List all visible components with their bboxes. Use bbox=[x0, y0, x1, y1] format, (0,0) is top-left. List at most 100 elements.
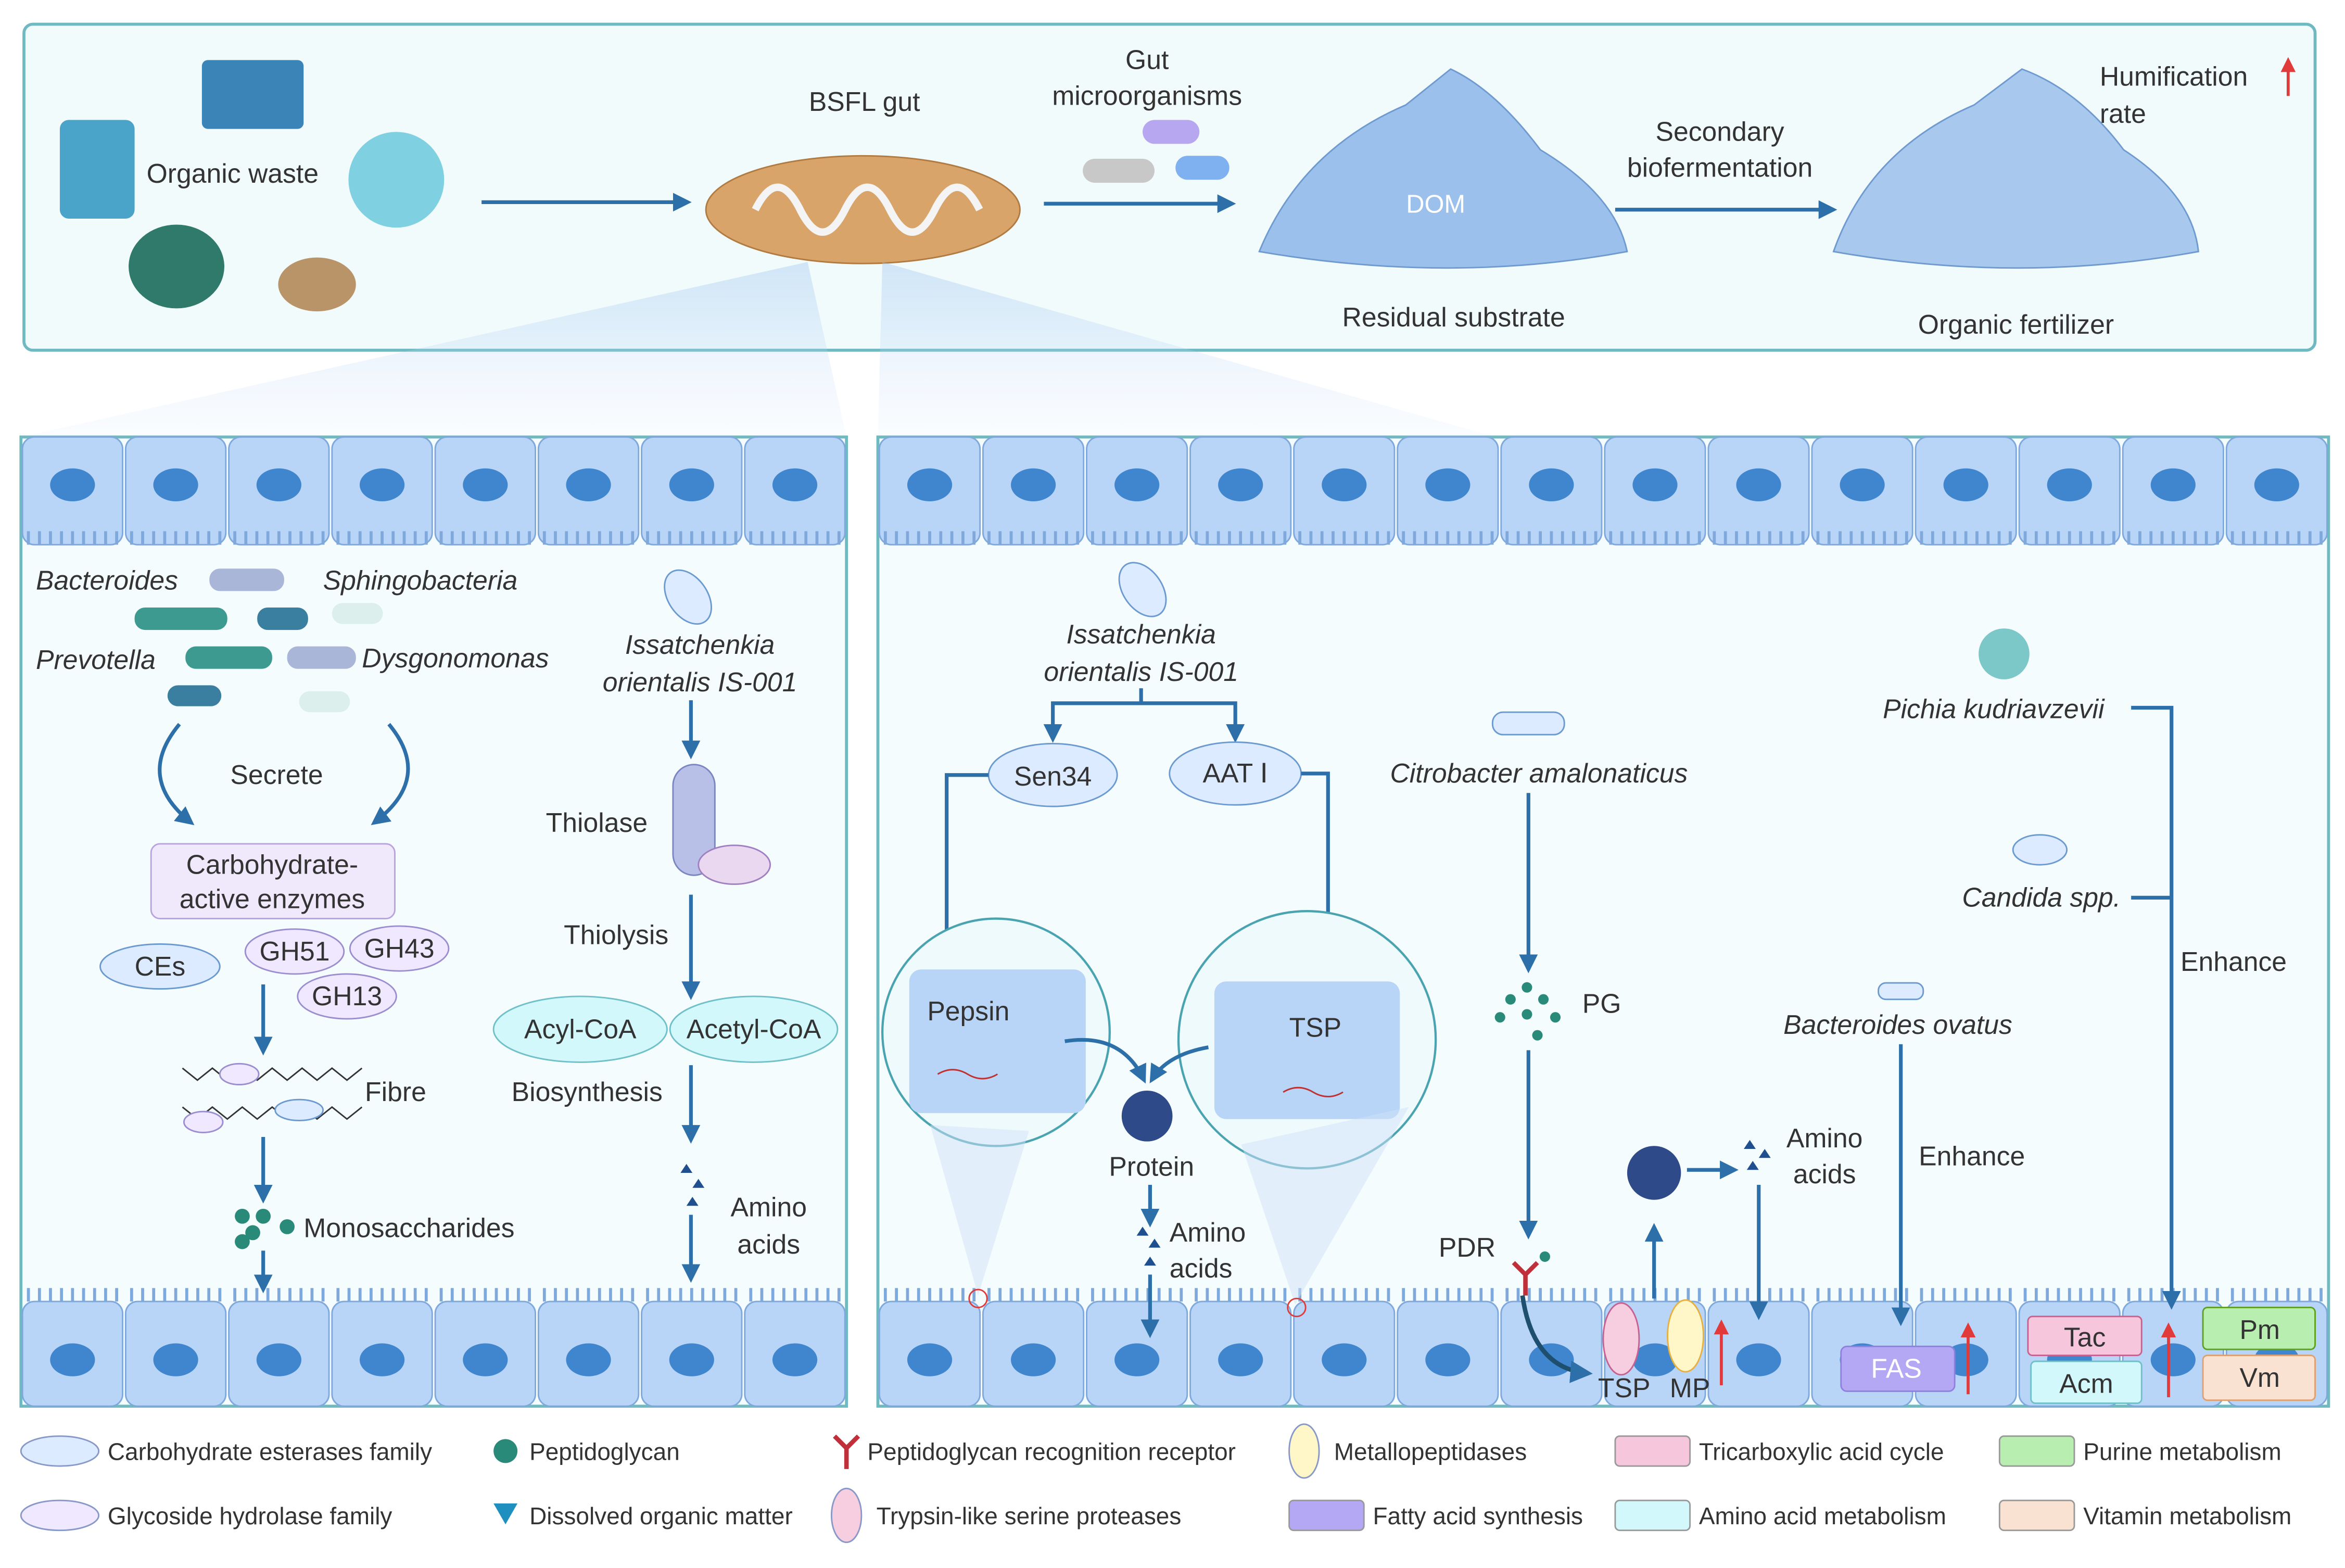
nucleus-icon bbox=[50, 1343, 95, 1376]
nucleus-icon bbox=[772, 468, 818, 501]
epithelial-cell bbox=[744, 1288, 846, 1407]
purple-box-icon bbox=[1288, 1499, 1365, 1532]
epithelial-cell bbox=[1811, 436, 1913, 546]
epithelial-cell bbox=[331, 1288, 433, 1407]
pichia-label: Pichia kudriavzevii bbox=[1883, 694, 2105, 724]
epithelial-cell bbox=[1915, 436, 2017, 546]
epithelial-cell bbox=[1707, 1288, 1810, 1407]
epithelial-cell bbox=[1500, 436, 1603, 546]
monosaccharides-label: Monosaccharides bbox=[303, 1213, 514, 1243]
nucleus-icon bbox=[1736, 1343, 1781, 1376]
legend-item: Metallopeptidases bbox=[1288, 1423, 1527, 1479]
microbe-icon bbox=[1083, 159, 1155, 183]
dna-icon bbox=[1283, 1086, 1343, 1097]
citrobacter-label: Citrobacter amalonaticus bbox=[1390, 758, 1688, 788]
acm-box bbox=[2030, 1360, 2143, 1404]
acetyl-coa-label: Acetyl-CoA bbox=[687, 1014, 821, 1044]
protein-icon bbox=[1627, 1146, 1681, 1200]
residual-substrate-label: Residual substrate bbox=[1342, 302, 1565, 332]
fas-box bbox=[1840, 1345, 1956, 1392]
blue-ellipse-icon bbox=[20, 1435, 100, 1467]
nucleus-icon bbox=[1322, 1343, 1367, 1376]
gut-icon bbox=[752, 183, 983, 236]
green-box-icon bbox=[1998, 1435, 2075, 1467]
epithelial-cell bbox=[1086, 436, 1188, 546]
signal-arrow bbox=[1520, 1295, 1593, 1383]
arrow-sen34-to-pepsin bbox=[937, 773, 989, 955]
yeast-icon bbox=[1118, 562, 1167, 617]
nucleus-icon bbox=[772, 1343, 818, 1376]
legend-item: Fatty acid synthesis bbox=[1288, 1499, 1583, 1532]
nucleus-icon bbox=[907, 1343, 953, 1376]
legend-label: Peptidoglycan bbox=[529, 1438, 680, 1465]
nucleus-icon bbox=[1943, 468, 1988, 501]
bsfl-gut-label: BSFL gut bbox=[809, 86, 920, 117]
epithelial-cell bbox=[124, 1288, 227, 1407]
cell-icon bbox=[909, 969, 1086, 1114]
nucleus-icon bbox=[1114, 468, 1160, 501]
nucleus-icon bbox=[463, 468, 508, 501]
lavender-ellipse-icon bbox=[20, 1499, 100, 1532]
enhance-1-label: Enhance bbox=[2181, 946, 2287, 977]
nucleus-icon bbox=[2150, 1343, 2196, 1376]
legend-item: Peptidoglycan bbox=[493, 1438, 680, 1465]
legend-label: Amino acid metabolism bbox=[1699, 1502, 1946, 1529]
tsp-circle-label: TSP bbox=[1289, 1013, 1342, 1043]
nucleus-icon bbox=[1425, 1343, 1471, 1376]
amino-acids-right1-label-1: Amino bbox=[1170, 1217, 1246, 1247]
gh43-label: GH43 bbox=[364, 933, 435, 963]
nucleus-icon bbox=[2254, 468, 2299, 501]
monosaccharide-icon bbox=[235, 1208, 295, 1249]
arrow-to-aat1 bbox=[1141, 701, 1245, 743]
nucleus-icon bbox=[2047, 468, 2092, 501]
enhance-2-label: Enhance bbox=[1919, 1141, 2025, 1171]
nucleus-icon bbox=[1114, 1343, 1160, 1376]
nucleus-icon bbox=[359, 468, 405, 501]
nucleus-icon bbox=[669, 1343, 714, 1376]
epithelial-cell bbox=[434, 436, 537, 546]
fibre-label: Fibre bbox=[365, 1077, 426, 1107]
arrow-pichia-enhance bbox=[2131, 705, 2181, 1310]
nucleus-icon bbox=[1218, 1343, 1263, 1376]
thiolysis-label: Thiolysis bbox=[564, 919, 668, 950]
yeast-icon bbox=[664, 569, 713, 625]
larva-icon bbox=[705, 155, 1021, 264]
thiolase-icon bbox=[672, 764, 716, 876]
nucleus-icon bbox=[907, 468, 953, 501]
peptidoglycan-icon bbox=[1494, 982, 1561, 1041]
nucleus-icon bbox=[1632, 468, 1678, 501]
zoom-beam-tsp bbox=[1241, 1107, 1409, 1305]
epithelial-cell bbox=[1397, 1288, 1499, 1407]
zoom-marker bbox=[1287, 1297, 1307, 1318]
epithelial-cell bbox=[982, 1288, 1085, 1407]
epithelial-cell bbox=[641, 1288, 743, 1407]
bacteria-icon bbox=[1491, 711, 1565, 736]
acyl-coa-label: Acyl-CoA bbox=[524, 1014, 637, 1044]
epithelial-cell bbox=[124, 436, 227, 546]
nucleus-icon bbox=[463, 1343, 508, 1376]
gh51-label: GH51 bbox=[259, 936, 329, 966]
amino-acids-right1-label-2: acids bbox=[1170, 1253, 1233, 1283]
secondary-biofermentation-label-2: biofermentation bbox=[1627, 153, 1812, 183]
nucleus-icon bbox=[1632, 1343, 1678, 1376]
bacteroides-label: Bacteroides bbox=[36, 565, 178, 595]
blue-triangle-icon bbox=[493, 1503, 518, 1525]
legend-label: Metallopeptidases bbox=[1334, 1438, 1527, 1465]
pdr-label: PDR bbox=[1439, 1232, 1495, 1262]
secrete-arrow-left bbox=[158, 723, 195, 826]
microbe-icon bbox=[1175, 156, 1229, 180]
issatchenkia-right-label-2: orientalis IS-001 bbox=[1044, 656, 1238, 687]
legend-label: Trypsin-like serine proteases bbox=[877, 1502, 1182, 1529]
humification-rate-label-2: rate bbox=[2100, 98, 2146, 129]
epithelial-cell bbox=[744, 436, 846, 546]
epithelial-cell bbox=[434, 1288, 537, 1407]
dna-icon bbox=[937, 1069, 998, 1080]
legend-label: Purine metabolism bbox=[2083, 1438, 2281, 1465]
microbe-icon bbox=[1143, 120, 1200, 144]
epithelial-cell bbox=[2122, 436, 2224, 546]
prevotella-label: Prevotella bbox=[36, 644, 156, 675]
nucleus-icon bbox=[1322, 468, 1367, 501]
recycle-bin-icon bbox=[59, 120, 135, 219]
pm-label: Pm bbox=[2239, 1314, 2280, 1345]
